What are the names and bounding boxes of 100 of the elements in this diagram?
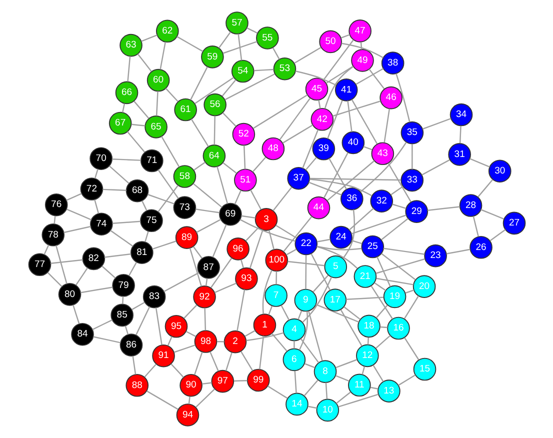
connector xyxy=(136,54,152,72)
node-circle: 11 xyxy=(348,374,370,397)
connector xyxy=(343,306,360,320)
connector xyxy=(395,73,410,122)
node-circle: 51 xyxy=(234,168,256,192)
connector xyxy=(222,112,236,127)
connector xyxy=(157,169,178,199)
connector xyxy=(355,68,384,85)
connector xyxy=(272,47,280,60)
connector xyxy=(282,216,312,252)
node-circle: 98 xyxy=(194,330,217,353)
node-circle: 20 xyxy=(412,275,436,298)
node-circle: 27 xyxy=(502,212,526,235)
node-circle: 90 xyxy=(179,374,202,397)
node-circle: 30 xyxy=(488,160,511,182)
connector xyxy=(298,311,308,350)
node-circle: 59 xyxy=(200,46,224,68)
node-circle: 86 xyxy=(119,334,142,356)
connector xyxy=(252,94,308,129)
node-circle: 77 xyxy=(28,253,51,276)
connector xyxy=(146,390,178,410)
connector xyxy=(224,352,232,371)
connector xyxy=(272,186,292,212)
node-circle: 58 xyxy=(172,165,196,188)
connector xyxy=(375,335,390,349)
connector xyxy=(102,188,126,191)
connector xyxy=(50,259,82,264)
node-circle: 46 xyxy=(379,86,402,110)
connector xyxy=(340,34,350,38)
node-circle: 94 xyxy=(176,404,199,426)
node-circle: 43 xyxy=(370,142,394,166)
node-circle: 4 xyxy=(282,318,306,342)
connector xyxy=(278,98,310,140)
connector xyxy=(141,200,147,211)
connector xyxy=(268,230,274,250)
node-circle: 24 xyxy=(329,226,352,249)
connector xyxy=(155,91,158,116)
connector xyxy=(422,118,451,130)
connector xyxy=(286,248,296,256)
connector xyxy=(46,272,62,288)
connector xyxy=(112,158,140,161)
connector xyxy=(427,206,460,211)
connector xyxy=(326,100,342,139)
connector xyxy=(160,136,180,168)
connector xyxy=(130,124,145,126)
node-circle: 35 xyxy=(400,121,424,144)
connector xyxy=(233,380,247,382)
node-circle: 22 xyxy=(294,232,318,256)
connector xyxy=(411,144,412,170)
node-circle: 15 xyxy=(412,358,436,381)
node-circle: 39 xyxy=(312,137,335,160)
connector xyxy=(236,290,245,331)
connector xyxy=(92,336,120,344)
node-circle: 42 xyxy=(310,108,334,131)
connector xyxy=(242,145,246,170)
node-circle: 13 xyxy=(377,380,400,402)
connector xyxy=(477,179,493,198)
connector xyxy=(346,100,352,132)
connector xyxy=(338,394,378,408)
connector xyxy=(294,370,296,394)
connector xyxy=(334,375,349,382)
connector xyxy=(214,282,236,294)
connector xyxy=(351,240,362,244)
node-circle: 3 xyxy=(254,208,278,231)
connector xyxy=(368,68,384,90)
connector xyxy=(316,238,330,242)
connector xyxy=(307,406,317,409)
connector xyxy=(258,336,264,370)
connector xyxy=(188,248,202,287)
connector xyxy=(166,336,172,346)
connector xyxy=(346,296,384,300)
connector xyxy=(248,230,263,268)
node-circle: 54 xyxy=(230,60,254,83)
node-circle: 40 xyxy=(341,131,364,154)
connector xyxy=(404,337,419,360)
node-circle: 44 xyxy=(306,196,330,220)
connector xyxy=(325,66,353,84)
connector xyxy=(132,356,136,374)
node-circle: 89 xyxy=(174,226,198,249)
connector xyxy=(244,330,255,337)
node-circle: 73 xyxy=(172,196,196,219)
connector xyxy=(216,166,228,204)
connector xyxy=(480,209,504,220)
connector xyxy=(185,330,196,337)
node-circle: 70 xyxy=(89,147,112,170)
connector xyxy=(53,216,56,224)
node-circle: 55 xyxy=(256,26,278,50)
connector xyxy=(350,214,406,234)
connector xyxy=(221,79,236,96)
connector xyxy=(375,304,388,318)
node-circle: 97 xyxy=(210,370,234,393)
connector xyxy=(335,392,350,404)
connector xyxy=(404,290,414,294)
connector xyxy=(240,351,253,371)
connector xyxy=(375,258,424,274)
connector xyxy=(170,364,184,378)
connector xyxy=(54,245,67,284)
node-circle: 8 xyxy=(313,360,336,383)
connector xyxy=(372,365,384,382)
connector xyxy=(192,183,222,208)
